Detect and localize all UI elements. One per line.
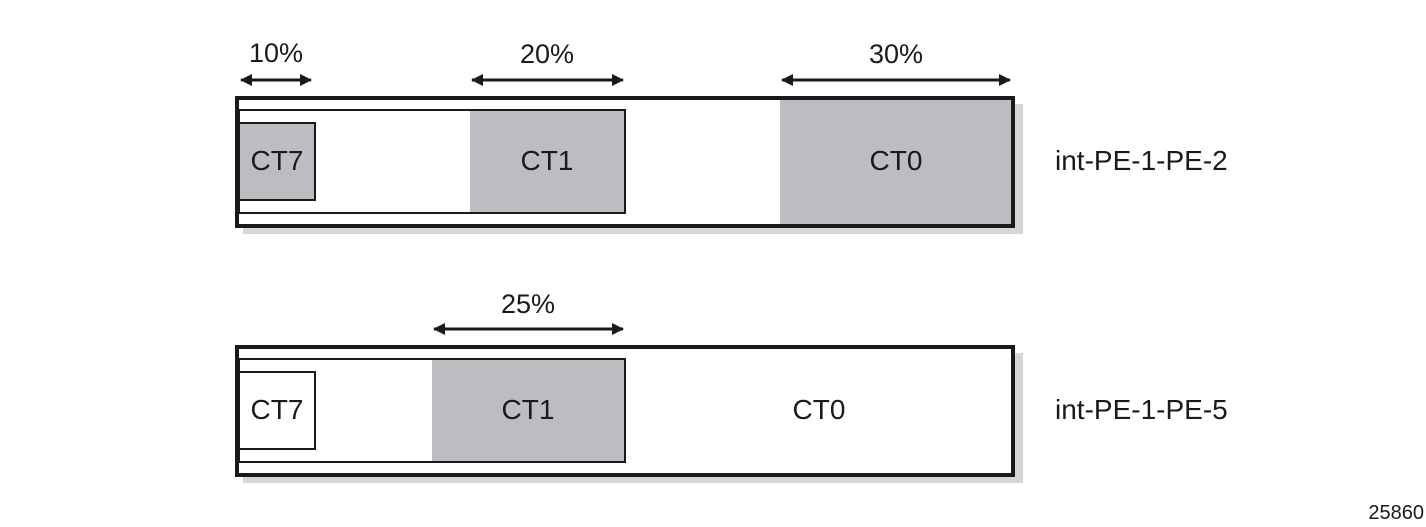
pct-ct1-label: 20%: [520, 39, 574, 69]
link-int-pe-1-pe-5: CT7 CT1 CT0 25% int-PE-1-PE-5: [235, 289, 1228, 483]
link-name-label: int-PE-1-PE-2: [1055, 145, 1228, 176]
ct0-label: CT0: [793, 394, 846, 425]
ct1-fill: [432, 360, 624, 461]
link-int-pe-1-pe-2: CT7 CT1 CT0 10% 20% 30% int-PE-1-PE-2: [235, 38, 1228, 234]
ct1-fill: [470, 111, 624, 212]
figure-id: 25860: [1368, 502, 1424, 524]
link-name-label: int-PE-1-PE-5: [1055, 394, 1228, 425]
ct7-box: [238, 122, 316, 201]
ct1-label: CT1: [521, 145, 574, 176]
ct0-label: CT0: [870, 145, 923, 176]
ct0-fill: [780, 100, 1011, 224]
pct-ct7-label: 10%: [249, 38, 303, 68]
pct-ct0-label: 30%: [869, 39, 923, 69]
pct-ct1-label: 25%: [501, 289, 555, 319]
ct7-box: [238, 371, 316, 450]
ct7-label: CT7: [251, 394, 304, 425]
ct7-label: CT7: [251, 145, 304, 176]
ct1-label: CT1: [502, 394, 555, 425]
